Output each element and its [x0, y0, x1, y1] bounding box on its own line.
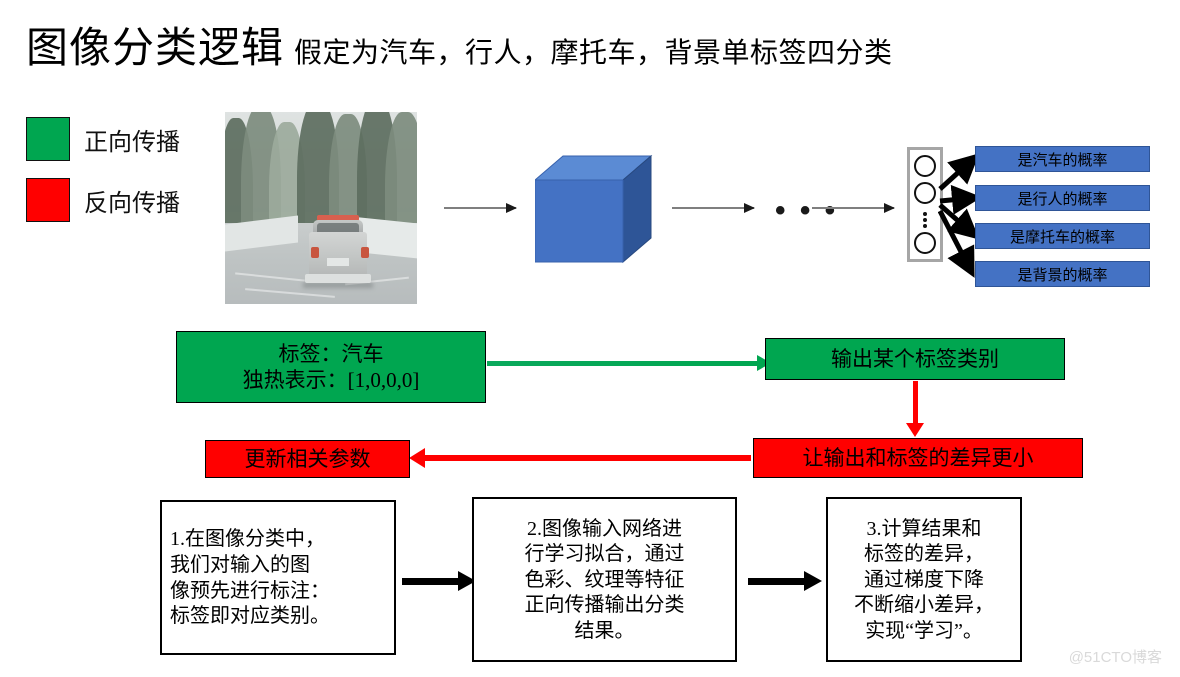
arrow-ellipsis-to-nodes — [812, 203, 895, 213]
step2-line2: 行学习拟合，通过 — [524, 543, 685, 566]
output-layer-nodes — [907, 147, 943, 262]
prob-box-motorcycle[interactable]: 是摩托车的概率 — [975, 223, 1150, 249]
node-vertical-dots-icon — [923, 210, 927, 230]
tree-shape — [385, 112, 417, 236]
step1-line2: 我们对输入的图 — [170, 553, 310, 576]
step2-line4: 正向传播输出分类 — [524, 594, 685, 617]
truck-plate — [327, 258, 349, 266]
input-photo — [225, 112, 417, 304]
step2-line1: 2.图像输入网络进 — [527, 517, 682, 540]
red-square-icon — [26, 178, 70, 222]
arrow-backward-vertical-red — [906, 381, 924, 437]
step3-line3: 通过梯度下降 — [864, 568, 984, 591]
arrow-forward-green — [487, 355, 771, 371]
network-cuboid — [535, 154, 653, 264]
arrow-network-to-ellipsis — [672, 203, 755, 213]
legend-item-backward: 反向传播 — [26, 178, 180, 222]
step2-line5: 结果。 — [574, 619, 635, 642]
output-class-box[interactable]: 输出某个标签类别 — [765, 338, 1065, 380]
node-circle — [914, 155, 936, 177]
step1-line4: 标签即对应类别。 — [170, 605, 330, 628]
ellipsis-dots: • • • — [775, 194, 839, 227]
prob-box-car[interactable]: 是汽车的概率 — [975, 146, 1150, 172]
step3-line4: 不断缩小差异， — [854, 594, 994, 617]
prob-box-motorcycle-label: 是摩托车的概率 — [1009, 229, 1115, 246]
prob-box-background[interactable]: 是背景的概率 — [975, 261, 1150, 287]
green-square-icon — [26, 117, 70, 161]
step3-line1: 3.计算结果和 — [866, 517, 982, 540]
truck-bumper — [305, 274, 371, 283]
prob-box-car-label: 是汽车的概率 — [1017, 152, 1108, 169]
label-box-line2: 独热表示：[1,0,0,0] — [242, 368, 420, 392]
step3-line5: 实现“学习”。 — [865, 619, 983, 642]
title-main-text: 图像分类逻辑 — [26, 26, 285, 72]
legend-label-forward: 正向传播 — [84, 129, 180, 156]
prob-box-background-label: 是背景的概率 — [1017, 267, 1108, 284]
step1-line3: 像预先进行标注： — [170, 579, 330, 602]
update-params-label: 更新相关参数 — [244, 446, 371, 471]
step2-line3: 色彩、纹理等特征 — [524, 568, 685, 591]
step-box-2[interactable]: 2.图像输入网络进 行学习拟合，通过 色彩、纹理等特征 正向传播输出分类 结果。 — [472, 497, 737, 662]
node-circle — [914, 232, 936, 254]
arrow-step1-to-step2 — [402, 571, 476, 591]
arrow-photo-to-network — [444, 203, 517, 213]
truck-lightbar — [317, 215, 359, 221]
minimize-difference-label: 让输出和标签的差异更小 — [802, 445, 1034, 470]
step3-line2: 标签的差异， — [864, 543, 984, 566]
step1-line1: 1.在图像分类中， — [170, 528, 325, 551]
prob-box-pedestrian-label: 是行人的概率 — [1017, 191, 1108, 208]
prob-box-pedestrian[interactable]: 是行人的概率 — [975, 185, 1150, 211]
truck-taillight-left — [311, 247, 319, 258]
page-title: 图像分类逻辑 假定为汽车，行人，摩托车，背景单标签四分类 — [26, 14, 893, 75]
step-box-3[interactable]: 3.计算结果和 标签的差异， 通过梯度下降 不断缩小差异， 实现“学习”。 — [826, 497, 1022, 662]
legend-item-forward: 正向传播 — [26, 117, 180, 161]
step-box-1[interactable]: 1.在图像分类中， 我们对输入的图 像预先进行标注： 标签即对应类别。 — [160, 500, 396, 655]
update-params-box[interactable]: 更新相关参数 — [205, 440, 410, 478]
title-subtitle-text: 假定为汽车，行人，摩托车，背景单标签四分类 — [294, 38, 893, 69]
legend-label-backward: 反向传播 — [84, 190, 180, 217]
truck-taillight-right — [361, 247, 369, 258]
arrow-backward-horizontal-red — [409, 448, 751, 468]
label-box[interactable]: 标签：汽车 独热表示：[1,0,0,0] — [176, 331, 486, 403]
node-circle — [914, 182, 936, 204]
truck-shadow — [303, 282, 373, 288]
arrow-step2-to-step3 — [748, 571, 822, 591]
output-class-label: 输出某个标签类别 — [831, 346, 999, 371]
label-box-line1: 标签：汽车 — [278, 341, 384, 366]
fanout-arrows — [938, 153, 982, 278]
watermark: @51CTO博客 — [1068, 649, 1162, 666]
minimize-difference-box[interactable]: 让输出和标签的差异更小 — [753, 438, 1083, 478]
